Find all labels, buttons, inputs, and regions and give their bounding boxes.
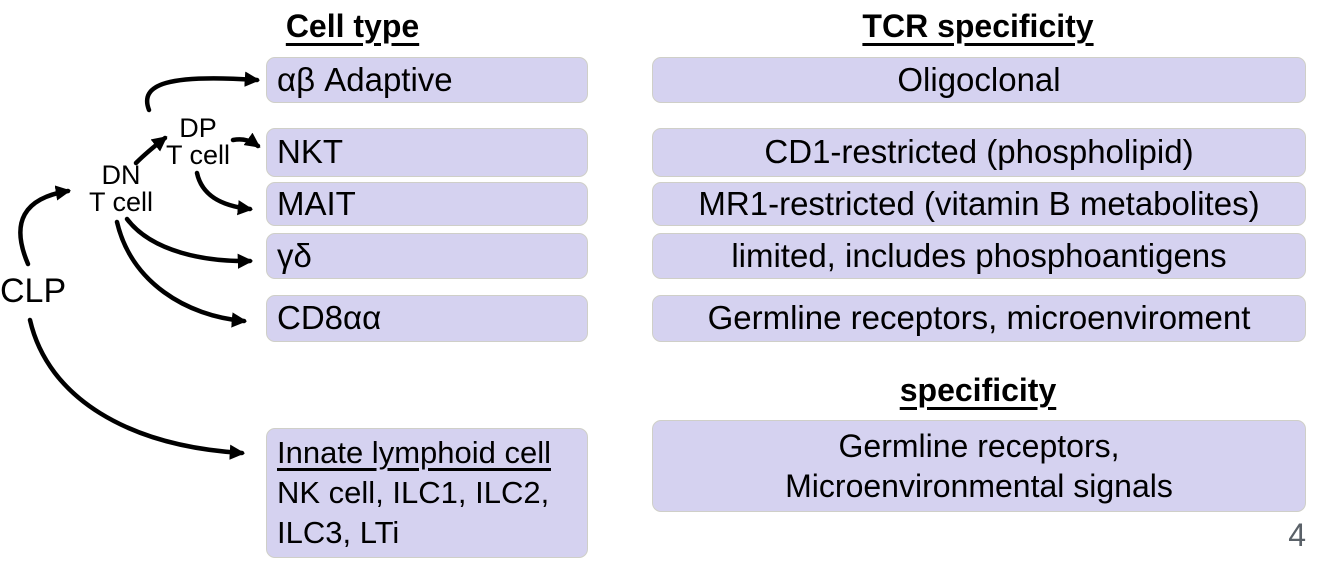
- page-number: 4: [1288, 517, 1306, 553]
- tcr-box-limited: limited, includes phosphoantigens: [652, 233, 1306, 279]
- specificity-header: specificity: [899, 372, 1057, 408]
- tcr-box-cd1-restricted: CD1-restricted (phospholipid): [652, 128, 1306, 177]
- dp-label-line2: T cell: [165, 140, 231, 170]
- innate-box-title: Innate lymphoid cell: [277, 435, 551, 470]
- arrow-dp-to-ab-adaptive-icon: [144, 71, 261, 113]
- tcr-box-germline: Germline receptors, microenviroment: [652, 295, 1306, 342]
- dn-label-line1: DN: [101, 160, 141, 190]
- innate-spec-line2: Microenvironmental signals: [785, 468, 1173, 504]
- innate-lymphoid-cell-box: Innate lymphoid cell NK cell, ILC1, ILC2…: [266, 428, 588, 558]
- arrow-dp-to-mait-icon: [194, 170, 254, 216]
- tcr-box-oligoclonal: Oligoclonal: [652, 57, 1306, 103]
- cell-type-header: Cell type: [285, 8, 420, 44]
- innate-spec-line1: Germline receptors,: [838, 428, 1120, 464]
- cell-type-box-cd8aa: CD8αα: [266, 295, 588, 342]
- dn-label-line2: T cell: [88, 187, 154, 217]
- tcr-box-mr1-restricted: MR1-restricted (vitamin B metabolites): [652, 182, 1306, 226]
- tcr-specificity-header: TCR specificity: [862, 8, 1094, 44]
- innate-box-line2: NK cell, ILC1, ILC2,: [277, 475, 550, 510]
- cell-type-box-mait: MAIT: [266, 182, 588, 226]
- arrow-clp-to-dn-icon: [18, 185, 72, 267]
- dp-tcell-label: DP T cell: [162, 115, 234, 169]
- arrow-clp-to-innate-icon: [27, 317, 246, 460]
- innate-specificity-box: Germline receptors, Microenvironmental s…: [652, 420, 1306, 512]
- arrow-dn-to-cd8aa-icon: [114, 219, 248, 328]
- arrow-dn-to-gd-icon: [124, 216, 254, 269]
- arrow-dp-to-nkt-icon: [230, 132, 261, 149]
- dn-tcell-label: DN T cell: [85, 162, 157, 216]
- clp-label: CLP: [0, 272, 67, 310]
- dp-label-line1: DP: [179, 113, 217, 143]
- cell-type-box-ab-adaptive: αβ Adaptive: [266, 57, 588, 103]
- cell-type-box-gd: γδ: [266, 233, 588, 279]
- cell-type-box-nkt: NKT: [266, 128, 588, 177]
- innate-box-line3: ILC3, LTi: [277, 515, 400, 550]
